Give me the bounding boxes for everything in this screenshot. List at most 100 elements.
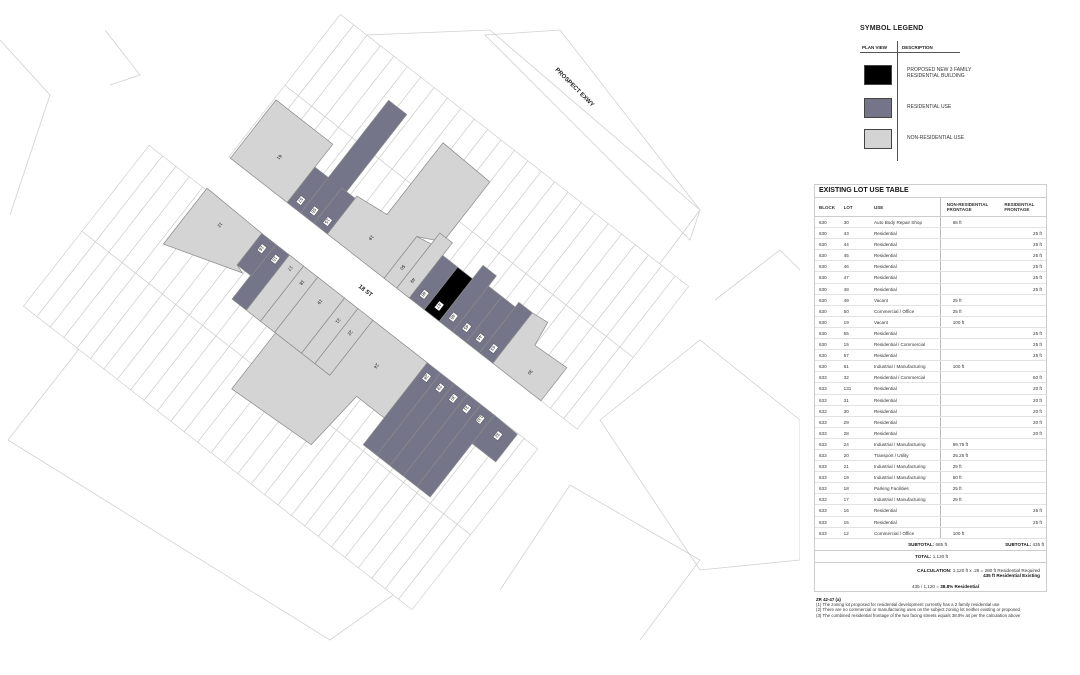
table-cell [1004, 217, 1046, 227]
table-cell: 19 [843, 319, 849, 325]
lot-label-box [419, 289, 430, 300]
table-cell: 20 [843, 452, 849, 458]
table-cell: Industrial / Manufacturing [870, 494, 941, 505]
table-cell: Residential [870, 350, 941, 361]
table-cell: 46 [843, 264, 849, 270]
lot-label-box [492, 430, 503, 441]
table-cell: Residential [870, 427, 941, 438]
legend-title: SYMBOL LEGEND [860, 25, 924, 32]
table-cell [1004, 528, 1046, 538]
table-cell: Residential [870, 261, 941, 272]
legend-label-proposed: PROPOSED NEW 3 FAMILY RESIDENTIAL BUILDI… [907, 67, 972, 79]
table-cell: Residential [870, 405, 941, 416]
table-cell: 50 ft [952, 475, 962, 481]
table-cell: 630 [819, 286, 827, 292]
lot-label: 48 [420, 290, 427, 297]
table-cell: 65 ft [952, 220, 962, 225]
table-cell: 25 ft [952, 297, 962, 303]
table-cell: Industrial / Manufacturing [870, 361, 941, 372]
table-cell: Residential [870, 250, 941, 261]
lot-label: 57 [297, 197, 304, 204]
table-cell: 30 [843, 220, 849, 225]
table-cell [941, 328, 1005, 338]
lot-parcel [162, 187, 263, 274]
subtotal-label: SUBTOTAL: [908, 541, 935, 547]
symbol-legend: SYMBOL LEGEND PLAN VIEW DESCRIPTION PROP… [860, 25, 1060, 161]
table-cell: 12 [843, 530, 849, 536]
table-cell: 630 [819, 319, 827, 325]
lot-parcel [396, 232, 453, 299]
table-cell: 32 [843, 375, 849, 381]
table-cell: 60 ft [1033, 375, 1042, 381]
table-cell: Residential [870, 327, 941, 339]
table-cell: Residential [870, 516, 941, 527]
header-nonres-frontage: NON-RESIDENTIAL FRONTAGE [946, 202, 989, 212]
table-cell: 633 [819, 519, 827, 525]
table-cell [1004, 483, 1046, 493]
lot-label: 12 [216, 221, 223, 228]
table-cell [941, 372, 1005, 382]
table-cell: 25 ft [1033, 242, 1042, 248]
table-cell: 633 [819, 497, 827, 503]
table-cell: 19 [843, 475, 849, 481]
table-cell [941, 517, 1005, 527]
table-cell: 630 [819, 308, 827, 314]
lot-label-box [421, 372, 432, 383]
table-cell: 25 ft [1033, 519, 1042, 525]
table-cell: Residential [870, 394, 941, 405]
table-cell: 633 [819, 508, 827, 514]
table-cell [1004, 361, 1046, 371]
lot-label: 32 [494, 432, 501, 439]
table-cell: 50 [843, 308, 849, 314]
table-cell: 15 [843, 519, 849, 525]
lot-label-box [434, 300, 445, 312]
notes-title: ZR 42-47 (a) [816, 597, 841, 602]
street-label: 18 ST [357, 284, 374, 299]
lot-label: 46 [449, 313, 456, 320]
note-1: (1) The zoning lot proposed for resident… [816, 602, 1000, 608]
table-cell [941, 395, 1005, 405]
lot-label-box [475, 332, 486, 344]
lot-label-box [309, 205, 320, 217]
table-cell: 25 ft [1033, 508, 1042, 514]
table-cell: 20 ft [1033, 430, 1042, 436]
table-cell [941, 383, 1005, 393]
table-cell: 25 ft [1033, 253, 1042, 259]
lot-label: 47 [435, 302, 442, 309]
lot-label: 49 [409, 277, 416, 284]
lot-label-box [270, 253, 281, 265]
lot-label: 55 [310, 207, 317, 214]
legend-swatch-non-residential [864, 129, 892, 149]
table-cell: 25.25 ft [952, 452, 969, 458]
site-plan-map: 6157551519504948474645444330121615171819… [0, 13, 800, 641]
lot-43: 43 [478, 301, 533, 364]
table-cell [941, 417, 1005, 427]
total-label: TOTAL: [915, 553, 932, 559]
table-cell: 20 ft [1033, 408, 1042, 414]
table-cell: 633 [819, 430, 827, 436]
lot-label-box [448, 311, 459, 323]
table-cell: 18 [843, 486, 849, 492]
zoning-notes: ZR 42-47 (a) (1) The zoning lot proposed… [816, 597, 1056, 618]
table-cell: Residential [870, 505, 941, 516]
lot-32: 32 [471, 414, 518, 463]
legend-label-residential: RESIDENTIAL USE [907, 104, 952, 110]
lot-12: 12 [162, 187, 263, 274]
table-cell: 24 [843, 441, 849, 447]
